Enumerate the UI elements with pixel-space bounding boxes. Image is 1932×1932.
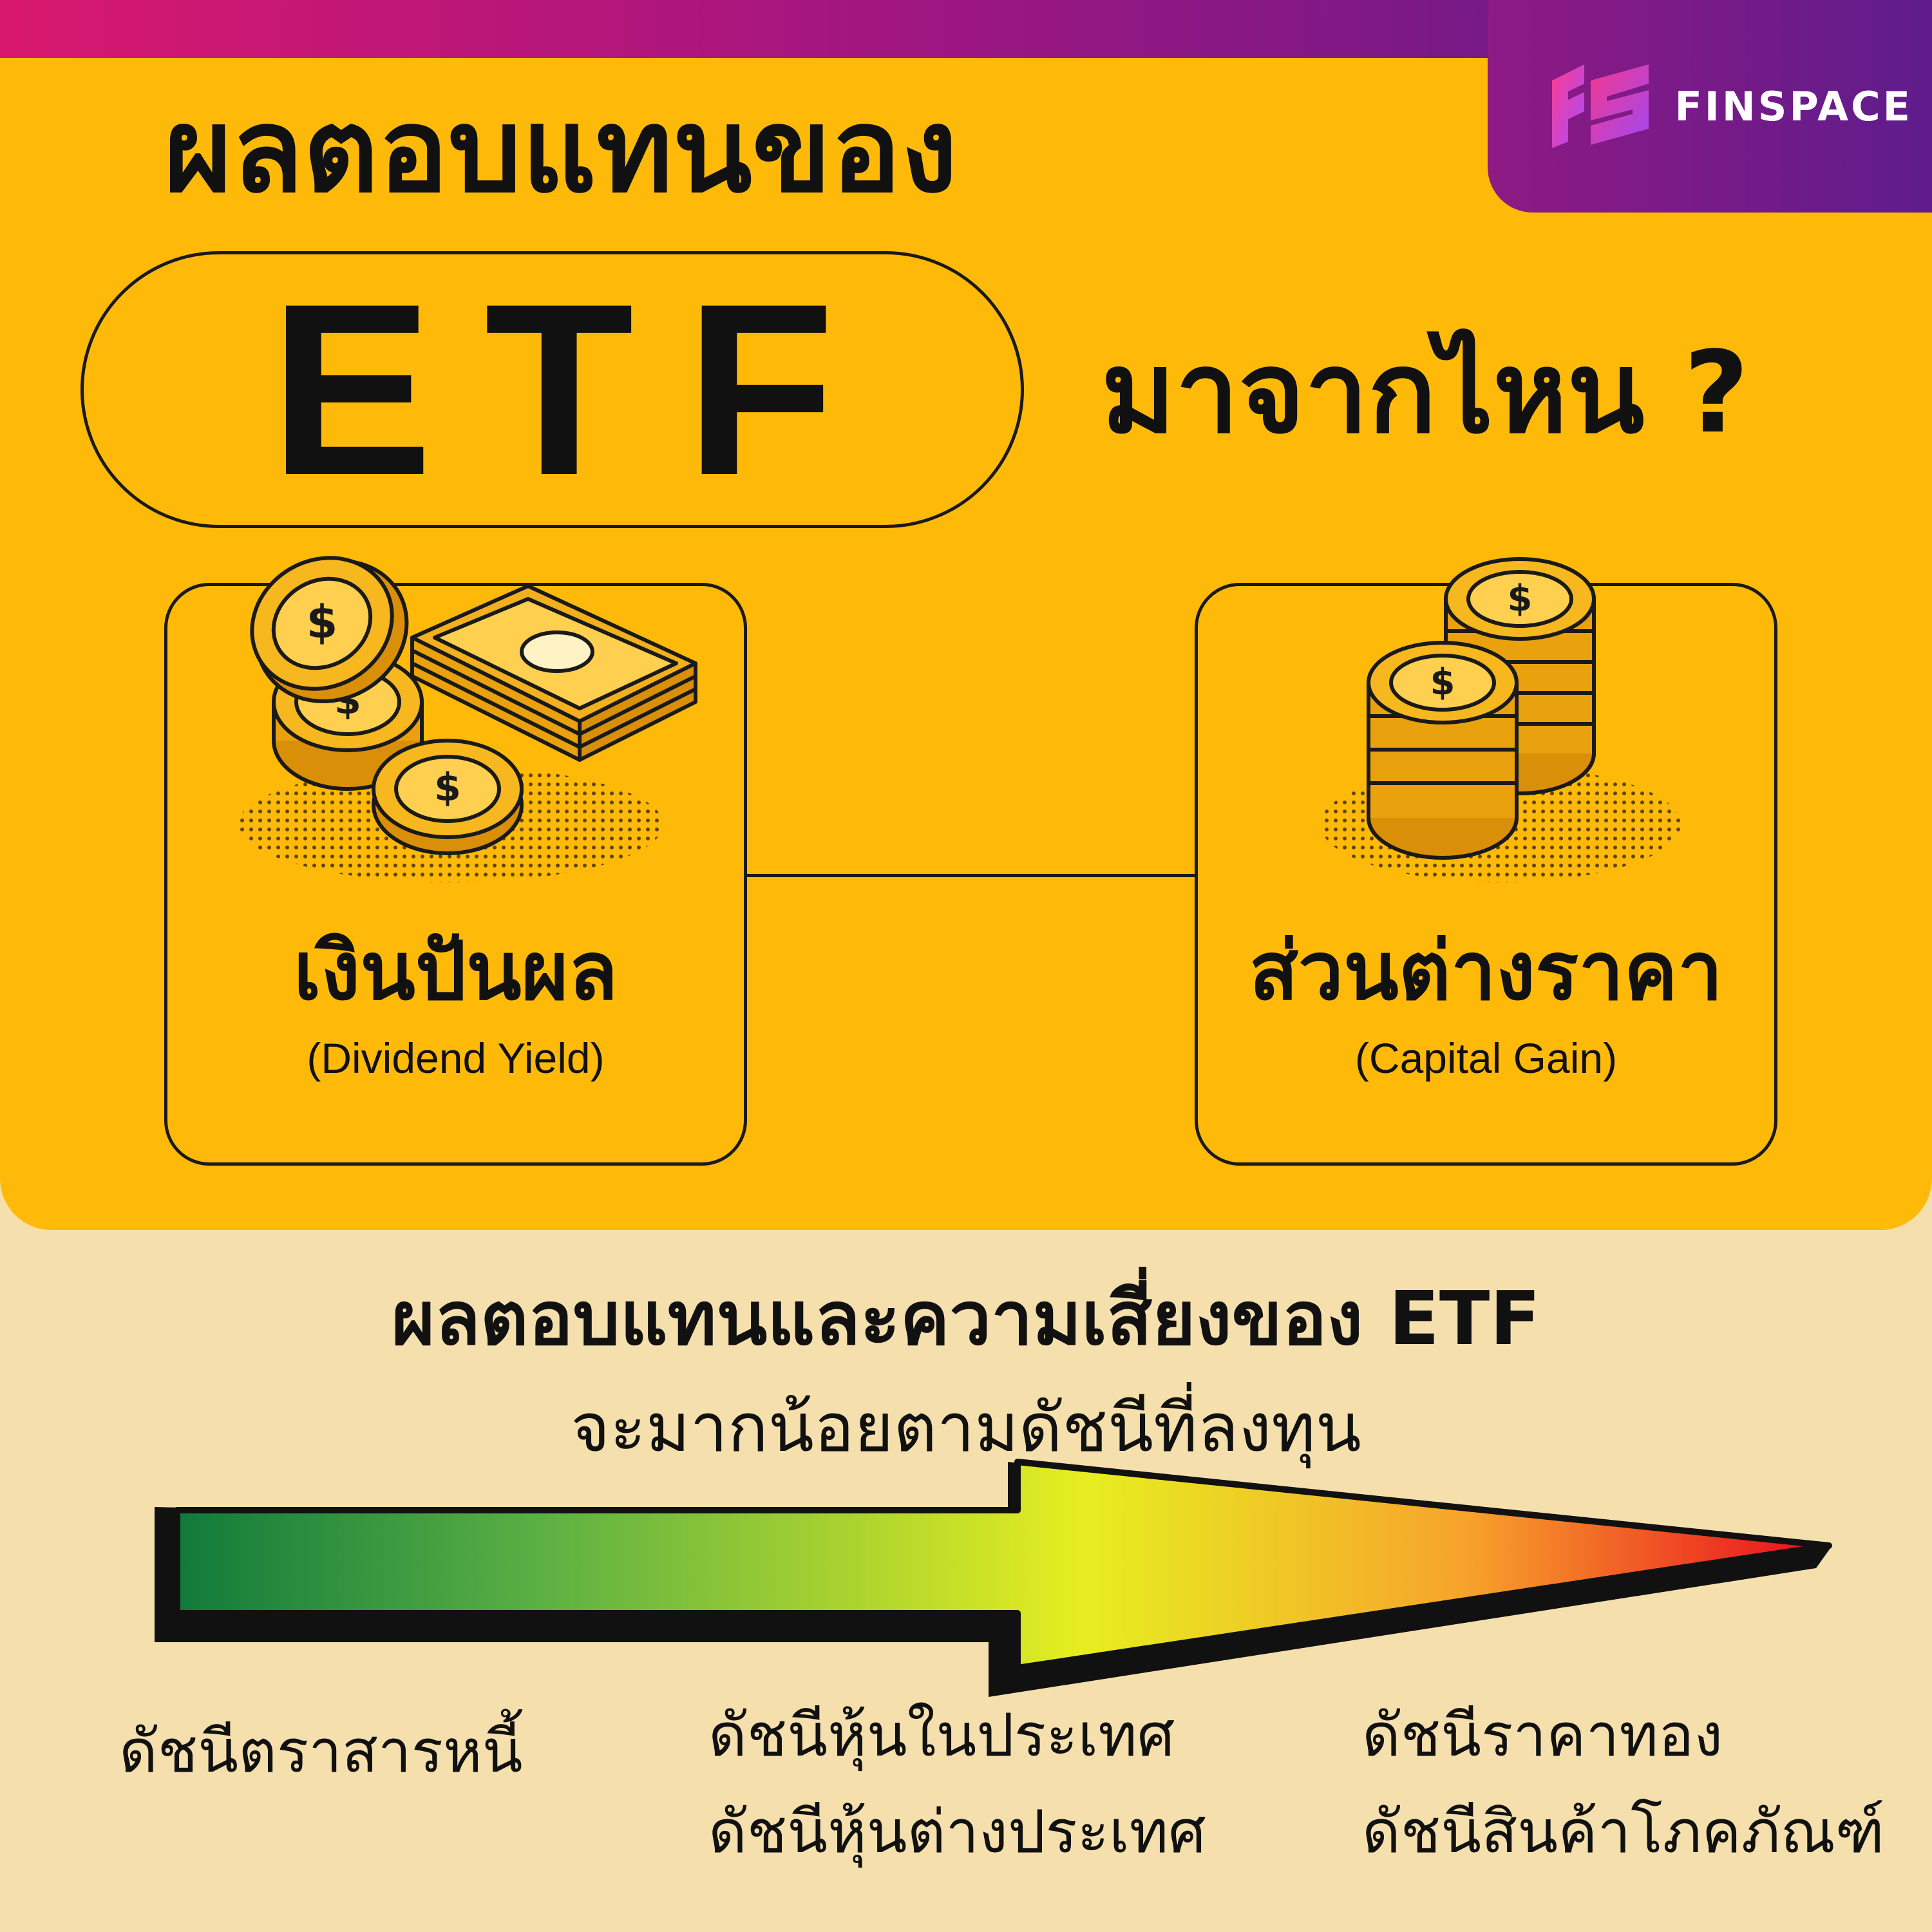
mid-risk-label-1: ดัชนีหุ้นในประเทศ — [708, 1701, 1175, 1770]
svg-text:$: $ — [1508, 578, 1533, 620]
mid-risk-label-2: ดัชนีหุ้นต่างประเทศ — [708, 1797, 1206, 1866]
coin-stacks-icon: $ $ — [1320, 557, 1681, 882]
capital-gain-card-subtitle: (Capital Gain) — [1354, 1034, 1618, 1082]
svg-text:$: $ — [307, 596, 338, 649]
svg-text:$: $ — [434, 765, 461, 810]
title-line-1: ผลตอบแทนของ — [164, 84, 958, 218]
dividend-card-subtitle: (Dividend Yield) — [307, 1034, 605, 1082]
etf-title: ETF — [269, 252, 887, 526]
svg-text:$: $ — [1430, 661, 1455, 703]
capital-gain-card: $ $ ส่วนต่างราคา (Capital Gain) — [1195, 557, 1777, 1166]
risk-heading: ผลตอบแทนและความเสี่ยงของ ETF — [392, 1276, 1540, 1362]
high-risk-label-1: ดัชนีราคาทอง — [1362, 1701, 1723, 1770]
capital-gain-card-title: ส่วนต่างราคา — [1249, 925, 1723, 1018]
dividend-card: $ $ $ เงินปันผล (Dividend Yield) — [164, 556, 747, 1166]
high-risk-label-2: ดัชนีสินค้าโภคภัณฑ์ — [1362, 1797, 1885, 1866]
title-question: มาจากไหน ? — [1101, 328, 1749, 459]
risk-subheading: จะมากน้อยตามดัชนีที่ลงทุน — [571, 1388, 1361, 1467]
dividend-card-title: เงินปันผล — [293, 925, 618, 1018]
brand-tab: FINSPACE — [1488, 0, 1932, 213]
low-risk-label-1: ดัชนีตราสารหนี้ — [119, 1717, 523, 1786]
risk-gradient-arrow — [155, 1459, 1832, 1697]
etf-pill: ETF — [80, 251, 1024, 528]
coins-and-banknotes-icon: $ $ $ — [238, 556, 697, 882]
brand-name: FINSPACE — [1674, 82, 1913, 130]
card-connector-line — [747, 874, 1195, 877]
finspace-logo-icon — [1552, 64, 1649, 148]
